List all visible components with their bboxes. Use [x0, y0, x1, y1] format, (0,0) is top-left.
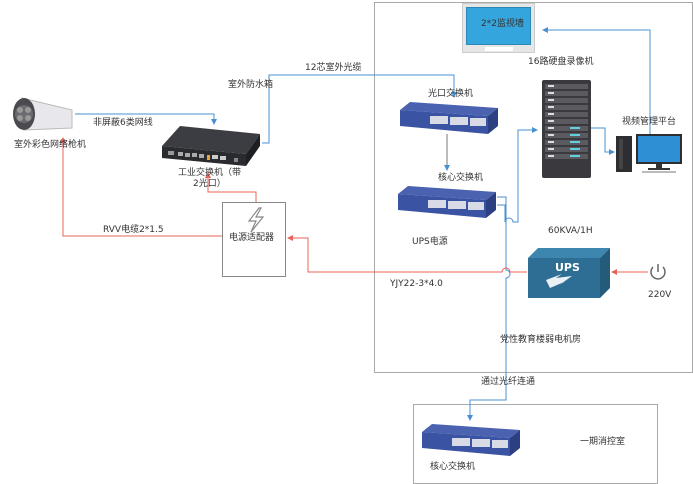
fiber-link-label: 通过光纤连通	[481, 377, 536, 387]
core-switch-icon	[398, 184, 498, 220]
rvv-cable-label: RVV电缆2*1.5	[103, 225, 164, 235]
industrial-switch-label-line2: 2光口）	[193, 179, 226, 189]
bullet-camera-icon	[8, 92, 76, 136]
core-to-nvr-line	[497, 127, 538, 223]
desktop-computer-icon	[616, 132, 684, 174]
ups-box-text: UPS	[555, 261, 580, 274]
nvr-label: 16路硬盘录像机	[528, 57, 594, 67]
fiber-link-line	[467, 196, 511, 421]
industrial-switch-label-line1: 工业交换机（带	[178, 168, 242, 178]
power-adapter-box: 电源适配器	[222, 202, 286, 277]
optical-switch-label: 光口交换机	[428, 89, 474, 99]
ups-label: UPS电源	[412, 237, 448, 247]
yjy-cable-label: YJY22-3*4.0	[390, 279, 443, 289]
fiber12-cable-label: 12芯室外光缆	[305, 63, 362, 73]
video-wall-label: 2*2监视墙	[481, 19, 524, 29]
vms-to-wall-line	[542, 27, 651, 136]
ups-capacity-label: 60KVA/1H	[548, 226, 593, 236]
server-rack-icon	[542, 80, 591, 178]
branch-core-switch-label: 核心交换机	[430, 462, 476, 472]
main-room-label: 党性教育楼弱电机房	[500, 335, 582, 345]
core-switch-label: 核心交换机	[438, 173, 484, 183]
vms-label: 视频管理平台	[622, 117, 677, 127]
branch-core-switch-icon	[422, 422, 522, 458]
monitor-icon: 2*2监视墙	[462, 3, 535, 53]
cat6-line	[75, 113, 217, 125]
fiber12-line	[262, 74, 457, 144]
yjy-power-line	[287, 235, 527, 273]
camera-label: 室外彩色网络枪机	[14, 140, 87, 150]
industrial-switch-icon	[160, 124, 262, 169]
lightning-icon	[247, 207, 265, 233]
mains-label: 220V	[648, 290, 672, 300]
optical-switch-icon	[400, 100, 500, 136]
ups-icon: UPS	[528, 248, 610, 298]
branch-room-label: 一期消控室	[580, 437, 626, 447]
rvv-power-line	[60, 137, 224, 237]
nvr-to-vms-line	[590, 127, 615, 155]
waterproof-box-label: 室外防水箱	[228, 80, 274, 90]
cat6-cable-label: 非屏蔽6类网线	[93, 118, 153, 128]
power-icon	[648, 262, 668, 282]
power-adapter-label: 电源适配器	[229, 233, 275, 243]
